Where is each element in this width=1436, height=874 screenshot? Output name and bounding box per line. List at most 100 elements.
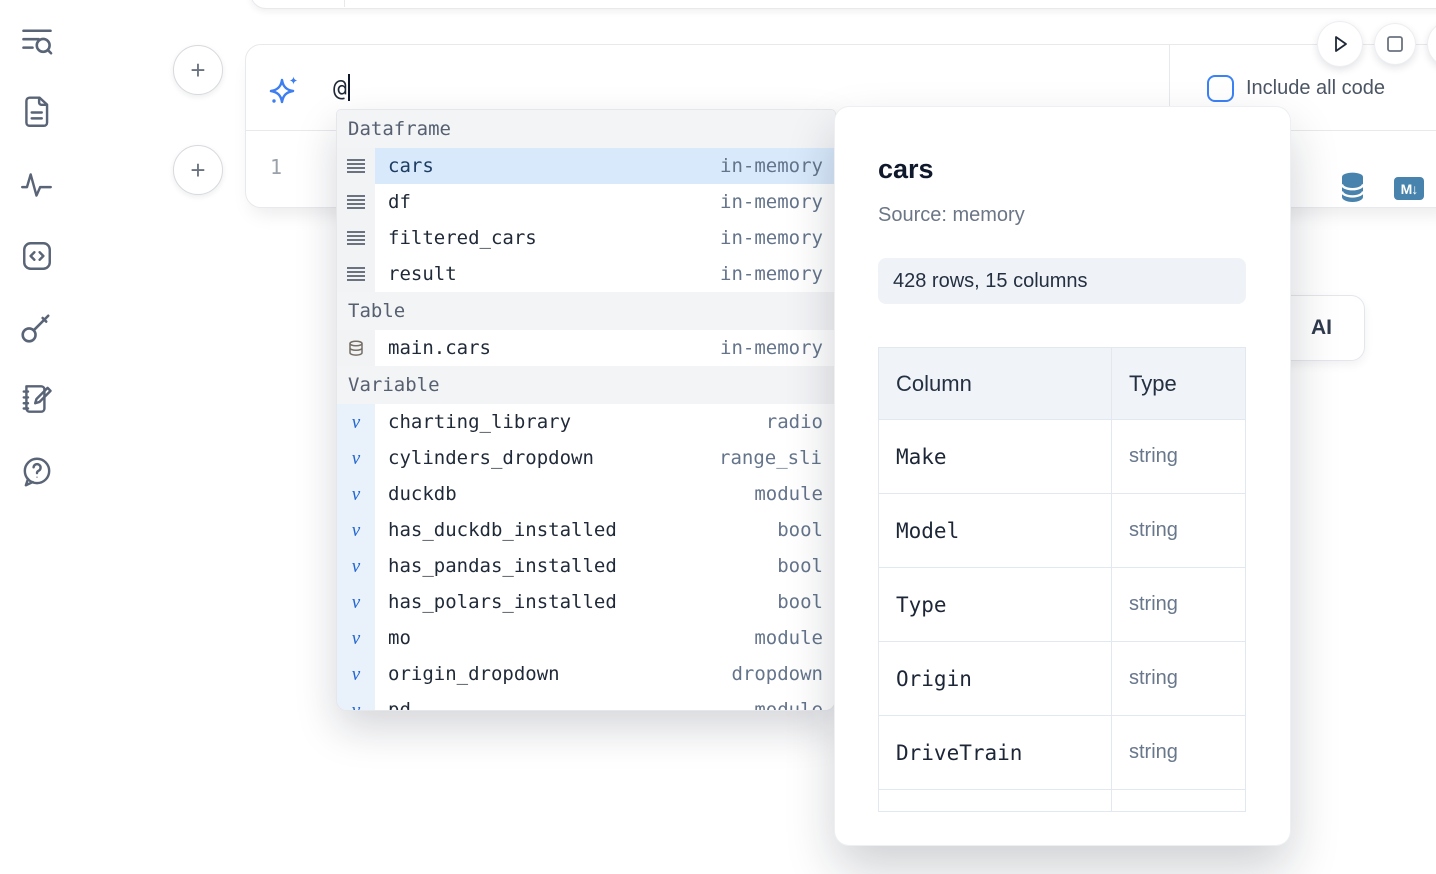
autocomplete-item[interactable]: v has_duckdb_installed bool [337, 512, 835, 548]
autocomplete-item-name: df [388, 191, 411, 213]
schema-header-row: Column Type [879, 348, 1245, 420]
prompt-value: @ [333, 76, 347, 102]
schema-header-type: Type [1129, 370, 1177, 396]
autocomplete-item-gutter [337, 220, 375, 256]
autocomplete-item-meta: bool [777, 519, 823, 541]
sidebar-key-icon[interactable] [17, 307, 57, 347]
stop-icon [1387, 36, 1403, 52]
include-all-code-area: Include all code [1169, 45, 1436, 131]
autocomplete-item-meta: bool [777, 591, 823, 613]
sidebar-scratchpad-icon[interactable] [17, 379, 57, 419]
schema-column-name: Model [896, 518, 960, 543]
autocomplete-item-gutter [337, 184, 375, 220]
autocomplete-item-name: has_pandas_installed [388, 555, 617, 577]
sidebar-help-chat-icon[interactable] [17, 452, 57, 492]
autocomplete-item-name: has_duckdb_installed [388, 519, 617, 541]
autocomplete-item-name: result [388, 263, 457, 285]
autocomplete-item-gutter: v [337, 584, 375, 620]
add-cell-button-bottom[interactable]: + [173, 145, 223, 195]
schema-column-name: Make [896, 444, 947, 469]
variable-icon: v [351, 627, 361, 649]
schema-column-name: DriveTrain [896, 740, 1023, 765]
autocomplete-item[interactable]: v mo module [337, 620, 835, 656]
dataframe-icon [347, 231, 365, 245]
autocomplete-item-gutter [337, 330, 375, 366]
autocomplete-section-header: Variable [337, 366, 835, 404]
variable-icon: v [351, 699, 361, 711]
sidebar-search-toc-icon[interactable] [17, 22, 57, 62]
variable-icon: v [351, 591, 361, 613]
autocomplete-item-gutter [337, 256, 375, 292]
autocomplete-section-header: Table [337, 292, 835, 330]
autocomplete-item-gutter [337, 148, 375, 184]
text-cursor [347, 74, 350, 101]
add-cell-button-top[interactable]: + [173, 45, 223, 95]
variable-icon: v [351, 519, 361, 541]
play-icon [1335, 36, 1347, 52]
autocomplete-item-gutter: v [337, 512, 375, 548]
autocomplete-item-meta: in-memory [720, 263, 823, 285]
markdown-export-icon[interactable]: M↓ [1394, 177, 1424, 200]
autocomplete-item-gutter: v [337, 656, 375, 692]
schema-header-column: Column [879, 348, 1112, 419]
autocomplete-item-name: main.cars [388, 337, 491, 359]
previous-cell-bottom [250, 0, 1436, 9]
dataframe-icon [347, 195, 365, 209]
autocomplete-item-gutter: v [337, 620, 375, 656]
stop-button[interactable] [1375, 24, 1415, 64]
autocomplete-item-gutter: v [337, 548, 375, 584]
schema-column-type: string [1129, 519, 1178, 541]
preview-source: Source: memory [878, 204, 1025, 226]
include-all-code-label: Include all code [1246, 76, 1385, 99]
cell-divider [344, 0, 345, 7]
schema-column-name: Origin [896, 666, 972, 691]
extra-control-button[interactable] [1428, 22, 1436, 66]
sidebar-document-icon[interactable] [17, 92, 57, 132]
variable-icon: v [351, 447, 361, 469]
autocomplete-item-meta: module [754, 627, 823, 649]
autocomplete-item[interactable]: main.cars in-memory [337, 330, 835, 366]
schema-column-type: string [1129, 593, 1178, 615]
autocomplete-item-meta: module [754, 699, 823, 710]
autocomplete-item[interactable]: result in-memory [337, 256, 835, 292]
variable-icon: v [351, 663, 361, 685]
autocomplete-item-meta: in-memory [720, 155, 823, 177]
schema-column-type: string [1129, 741, 1178, 763]
autocomplete-item-name: cars [388, 155, 434, 177]
dataframe-icon [347, 267, 365, 281]
database-icon[interactable] [1339, 172, 1366, 203]
schema-column-name: Type [896, 592, 947, 617]
autocomplete-item-name: origin_dropdown [388, 663, 560, 685]
autocomplete-item-name: pd [388, 699, 411, 710]
variable-icon: v [351, 555, 361, 577]
autocomplete-item-meta: in-memory [720, 337, 823, 359]
autocomplete-item-name: charting_library [388, 411, 572, 433]
schema-row: Type string [879, 568, 1245, 642]
autocomplete-item-gutter: v [337, 476, 375, 512]
sidebar-code-snippets-icon[interactable] [17, 236, 57, 276]
autocomplete-item[interactable]: cars in-memory [337, 148, 835, 184]
autocomplete-item-gutter: v [337, 692, 375, 710]
dataframe-preview-panel: cars Source: memory 428 rows, 15 columns… [835, 107, 1290, 845]
include-all-code-checkbox[interactable] [1207, 74, 1234, 102]
autocomplete-item-name: filtered_cars [388, 227, 537, 249]
code-editor[interactable]: 1 M↓ [246, 131, 1436, 207]
autocomplete-item-gutter: v [337, 440, 375, 476]
run-button[interactable] [1318, 22, 1362, 66]
autocomplete-item[interactable]: v pd module [337, 692, 835, 710]
autocomplete-item-name: cylinders_dropdown [388, 447, 594, 469]
autocomplete-item-name: mo [388, 627, 411, 649]
sidebar-activity-icon[interactable] [17, 165, 57, 205]
